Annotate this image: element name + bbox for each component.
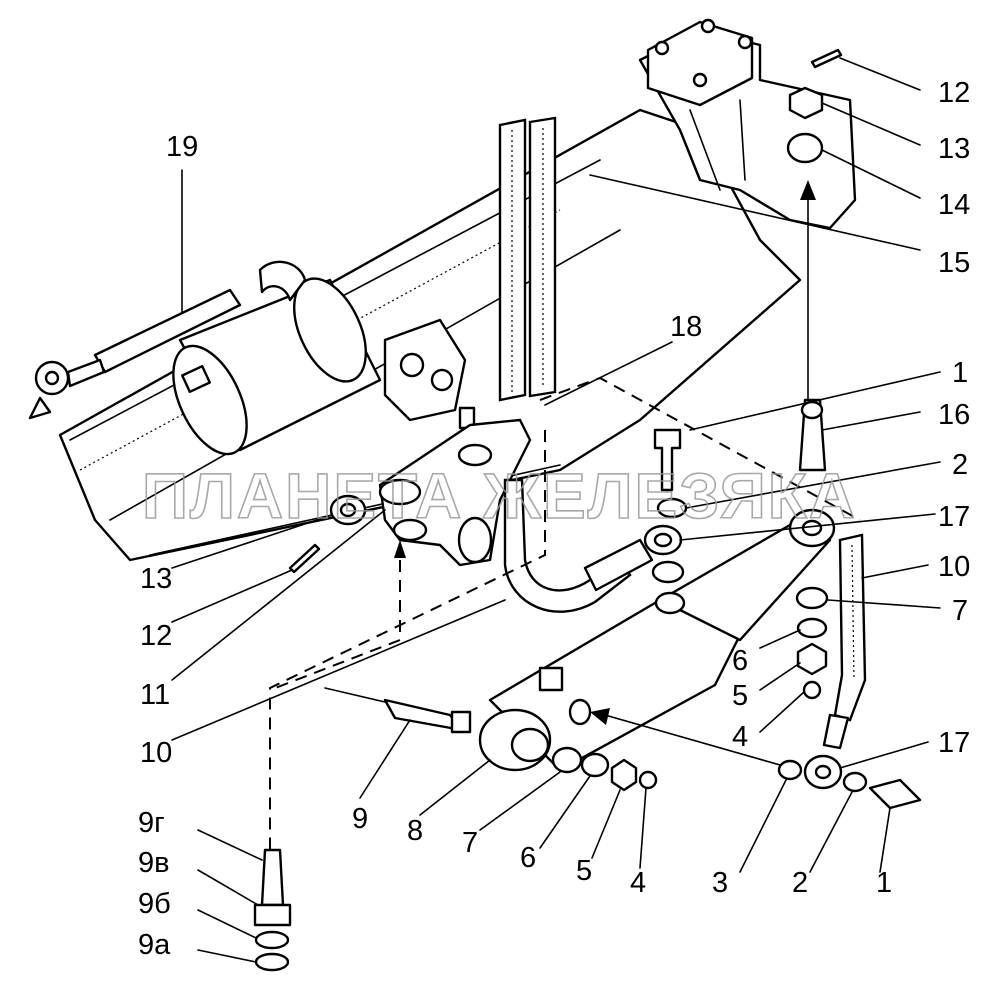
callout-9: 9 xyxy=(352,803,368,835)
leader-lines xyxy=(171,57,941,963)
bolt-head-icon xyxy=(737,34,753,50)
axle-drum xyxy=(172,260,382,456)
right-cotter-pin xyxy=(810,48,843,69)
callout-18: 18 xyxy=(670,311,702,343)
hose-left-loop xyxy=(503,478,683,613)
watermark-text: ПЛАНЕТА ЖЕЛЕЗЯКА xyxy=(142,460,857,532)
callout-5-right: 5 xyxy=(732,680,748,712)
bottom-parts xyxy=(253,698,922,972)
callout-8: 8 xyxy=(407,815,423,847)
right-castle-nut xyxy=(786,86,824,164)
left-castle-nut xyxy=(329,494,367,526)
callout-7-bottom: 7 xyxy=(462,827,478,859)
callout-9g: 9г xyxy=(138,807,165,839)
callout-12-left: 12 xyxy=(140,620,172,652)
mounting-bracket xyxy=(378,418,532,567)
callout-13-left: 13 xyxy=(140,563,172,595)
callout-3: 3 xyxy=(712,867,728,899)
callout-5-bottom: 5 xyxy=(576,855,592,887)
bolt-head-icon xyxy=(700,18,716,34)
callout-9b: 9б xyxy=(138,888,171,920)
assembly-guides xyxy=(269,180,861,850)
callout-1-right: 1 xyxy=(952,357,968,389)
vertical-hoses xyxy=(498,116,557,402)
callout-6-bottom: 6 xyxy=(520,842,536,874)
callout-4-bottom: 4 xyxy=(630,867,646,899)
callout-10-right: 10 xyxy=(938,551,970,583)
callout-9v: 9в xyxy=(138,847,170,879)
callout-11: 11 xyxy=(140,679,170,711)
callout-17-upper: 17 xyxy=(938,501,970,533)
callout-6-right: 6 xyxy=(732,645,748,677)
callout-7-right: 7 xyxy=(952,595,968,627)
callout-4-right: 4 xyxy=(732,721,748,753)
callout-2-right: 2 xyxy=(952,449,968,481)
bolt-head-icon xyxy=(654,40,670,56)
callout-17-lower: 17 xyxy=(938,727,970,759)
hydraulic-cylinder xyxy=(478,508,836,772)
right-side-parts xyxy=(651,398,829,700)
tie-rod xyxy=(28,288,242,420)
callout-10-left: 10 xyxy=(140,737,172,769)
callout-14: 14 xyxy=(938,189,970,221)
left-cotter-pin xyxy=(288,543,321,574)
hose-right xyxy=(803,533,867,790)
callout-15: 15 xyxy=(938,247,970,279)
callout-labels: 19 18 12 13 14 15 1 16 2 17 10 7 6 5 4 1… xyxy=(138,77,970,961)
callout-9a: 9а xyxy=(138,929,171,961)
callout-2-bottom: 2 xyxy=(792,867,808,899)
bolt-head-icon xyxy=(692,72,708,88)
callout-16: 16 xyxy=(938,399,970,431)
knuckle-housing xyxy=(638,18,857,230)
axle-bracket xyxy=(383,318,476,430)
callout-13-right: 13 xyxy=(938,133,970,165)
callout-19: 19 xyxy=(166,131,198,163)
callout-1-bottom: 1 xyxy=(876,867,892,899)
callout-12-right: 12 xyxy=(938,77,970,109)
